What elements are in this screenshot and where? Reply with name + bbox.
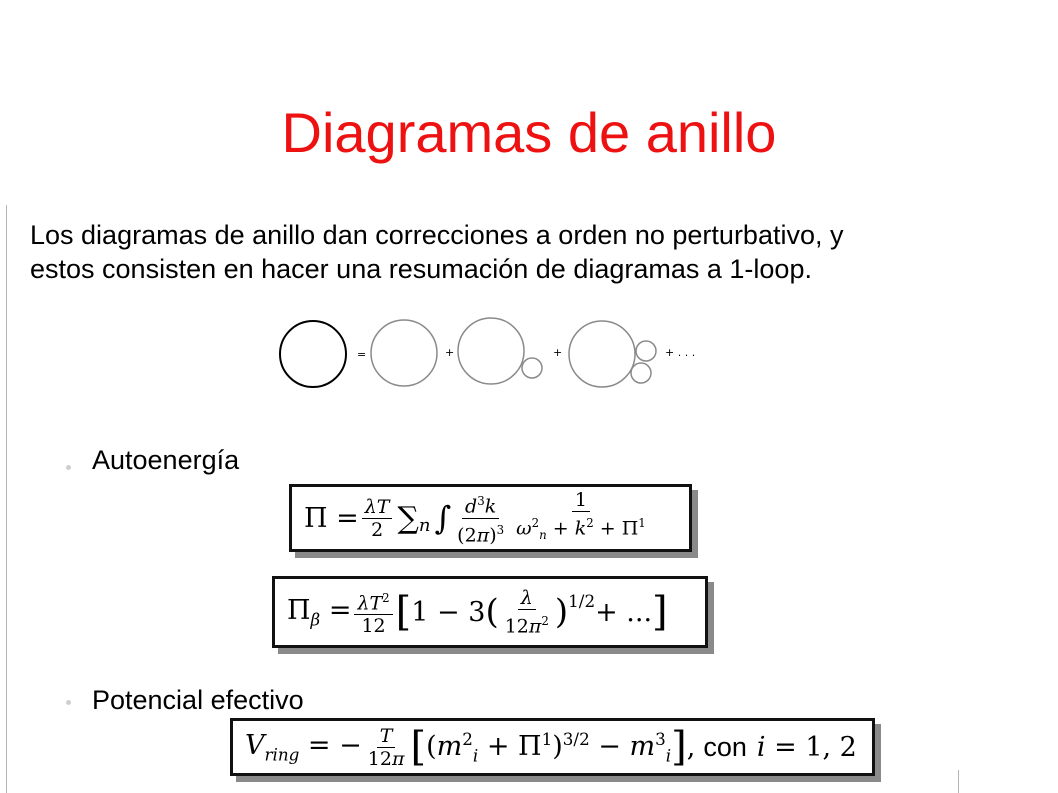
full-propagator-loop: [279, 320, 347, 388]
section-heading-autoenergia: Autoenergía: [92, 445, 240, 475]
upper-bubble-circle: [635, 340, 657, 362]
slide-title: Diagramas de anillo: [281, 101, 777, 164]
section-heading-potencial-efectivo: Potencial efectivo: [92, 685, 304, 715]
bullet-dot-2: [66, 700, 71, 705]
bullet-dot-1: [66, 465, 71, 470]
intro-line-2: estos consisten en hacer una resumación …: [30, 254, 812, 284]
loop-with-bubble-circle: [457, 317, 525, 385]
diagram-ellipsis: + . . .: [665, 346, 695, 359]
con-word: con: [703, 731, 747, 762]
loop-with-two-bubbles-circle: [568, 320, 636, 388]
ring-diagram-figure: = + + + . . .: [279, 317, 695, 388]
diagram-equals-sign: =: [357, 348, 366, 361]
intro-line-1: Los diagramas de anillo dan correcciones…: [30, 220, 844, 250]
right-rule: [958, 770, 959, 793]
left-rule: [6, 205, 7, 793]
single-bubble-circle: [521, 357, 543, 379]
diagram-plus-sign-1: +: [445, 346, 454, 359]
intro-paragraph: Los diagramas de anillo dan correcciones…: [30, 218, 960, 286]
diagram-plus-sign-2: +: [553, 346, 562, 359]
one-loop-circle: [370, 319, 438, 387]
lower-bubble-circle: [630, 362, 652, 384]
